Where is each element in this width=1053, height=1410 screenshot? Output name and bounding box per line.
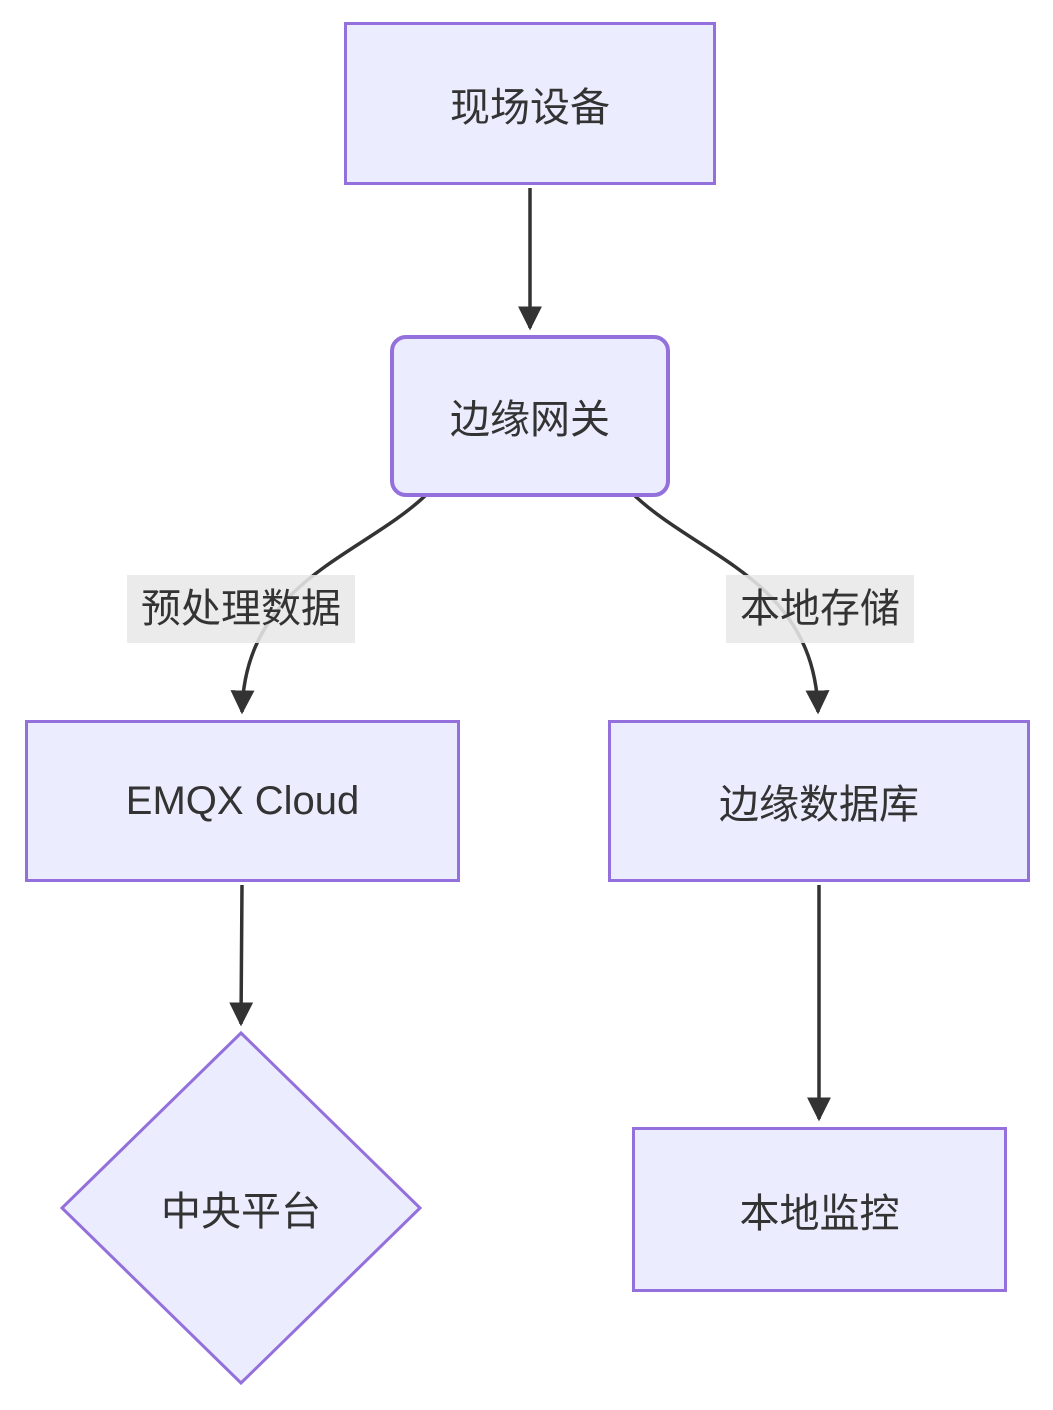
- edge-emqx-cloud-to-central-platform: [229, 884, 254, 1027]
- node-local-monitoring: 本地监控: [632, 1127, 1007, 1292]
- node-central-platform-shape: [59, 1030, 423, 1386]
- node-edge-database: 边缘数据库: [608, 720, 1030, 882]
- node-field-devices: 现场设备: [344, 22, 716, 185]
- node-central-platform: 中央平台: [161, 1190, 321, 1234]
- edge-label-preprocessed-data: 预处理数据: [127, 575, 355, 643]
- edge-label-local-storage: 本地存储: [726, 575, 914, 643]
- node-edge-gateway: 边缘网关: [390, 335, 670, 497]
- node-emqx-cloud: EMQX Cloud: [25, 720, 460, 882]
